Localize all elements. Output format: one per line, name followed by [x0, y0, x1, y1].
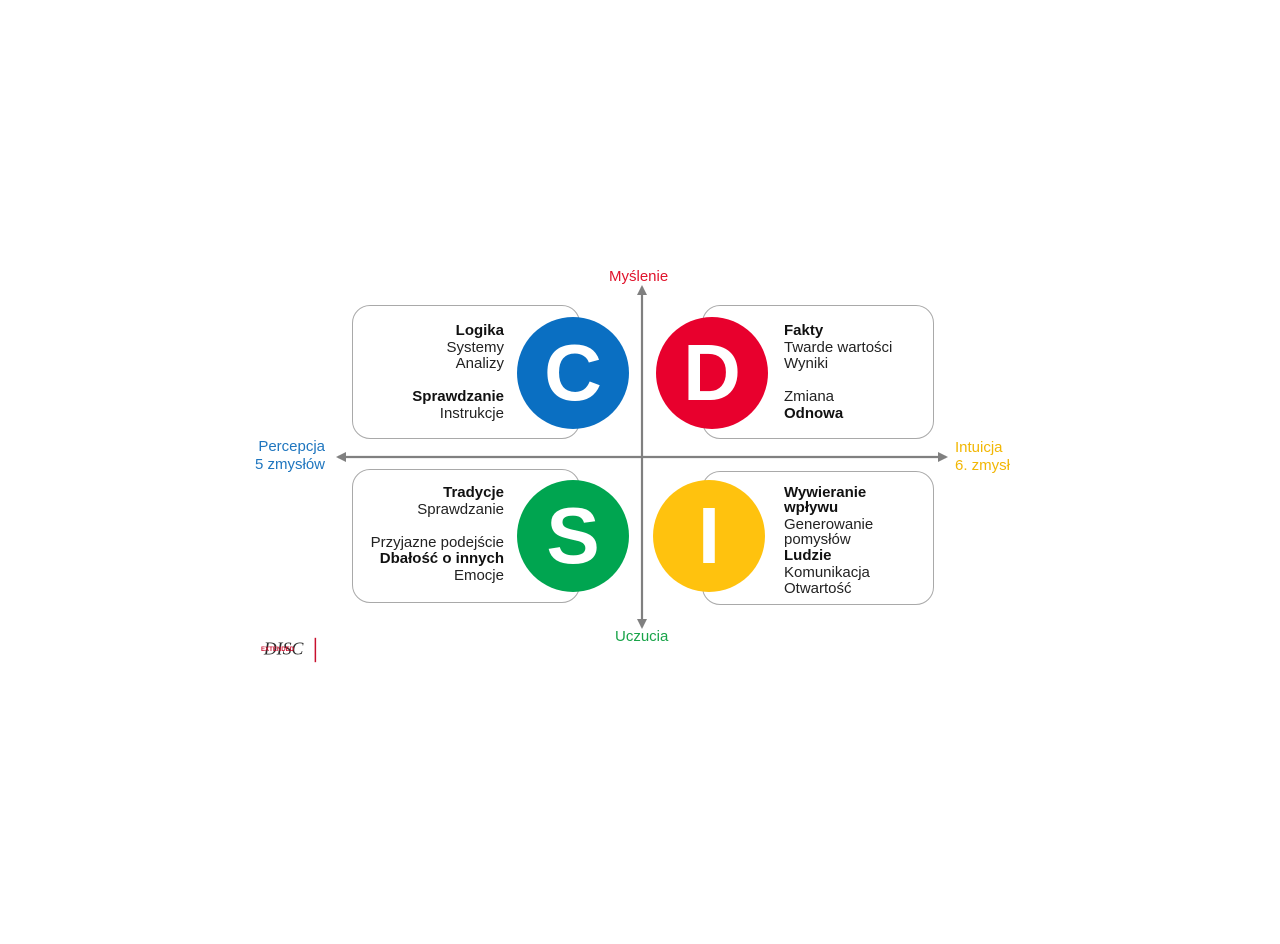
axis-top-label: Myślenie — [609, 268, 669, 285]
i-line-2: wpływu — [784, 499, 839, 516]
i-line-3: Generowanie — [784, 516, 874, 533]
d-line-2: Twarde wartości — [784, 338, 893, 356]
axis-left-line1: Percepcja — [258, 438, 326, 455]
d-line-3: Wyniki — [784, 355, 829, 372]
s-circle: S — [517, 480, 629, 592]
logo-subtext: EXTENDED — [261, 646, 295, 653]
axis-right-line1: Intuicja — [955, 439, 1003, 456]
s-line-5: Dbałość o innych — [379, 550, 504, 567]
s-letter: S — [546, 491, 600, 580]
d-letter: D — [683, 328, 741, 417]
d-gap — [784, 373, 892, 390]
axis-right-label: Intuicja 6. zmysł — [955, 439, 1011, 475]
d-line-5: Zmiana — [784, 388, 835, 405]
i-line-1: Wywieranie — [784, 484, 867, 501]
quadrant-d-text: Fakty Twarde wartości Wyniki Zmiana Odno… — [784, 322, 893, 422]
i-line-7: Otwartość — [784, 580, 852, 597]
s-line-4: Przyjazne podejście — [370, 533, 504, 551]
s-line-2: Sprawdzanie — [417, 500, 504, 518]
i-line-6: Komunikacja — [784, 563, 870, 581]
i-letter: I — [697, 491, 721, 580]
quadrant-s-text: Tradycje Sprawdzanie Przyjazne podejście… — [370, 484, 504, 584]
c-letter: C — [544, 328, 602, 417]
d-line-6: Odnowa — [784, 404, 844, 422]
s-line-6: Emocje — [453, 566, 504, 584]
c-line-5: Sprawdzanie — [412, 388, 504, 405]
axis-right-line2: 6. zmysł — [955, 457, 1011, 474]
d-circle: D — [656, 317, 768, 429]
axis-bottom-label: Uczucia — [615, 628, 669, 645]
axis-left-label: Percepcja 5 zmysłów — [255, 438, 325, 474]
i-line-5: Ludzie — [784, 547, 832, 564]
i-circle: I — [653, 480, 765, 592]
c-line-2: Systemy — [446, 338, 504, 356]
i-line-4: pomysłów — [784, 531, 851, 548]
s-line-1: Tradycje — [443, 484, 504, 501]
c-line-1: Logika — [455, 322, 504, 339]
c-line-3: Analizy — [455, 355, 504, 372]
c-circle: C — [517, 317, 629, 429]
quadrant-c-text: Logika Systemy Analizy Sprawdzanie Instr… — [412, 322, 504, 422]
c-line-6: Instrukcje — [439, 404, 504, 422]
c-gap — [412, 373, 504, 390]
disc-logo: DISC EXTENDED — [261, 637, 317, 663]
s-gap — [371, 518, 504, 535]
quadrant-i-text: Wywieranie wpływu Generowanie pomysłów L… — [784, 485, 873, 598]
logo-text: DISC — [263, 639, 305, 659]
axis-left-line2: 5 zmysłów — [255, 456, 326, 473]
d-line-1: Fakty — [784, 322, 824, 339]
